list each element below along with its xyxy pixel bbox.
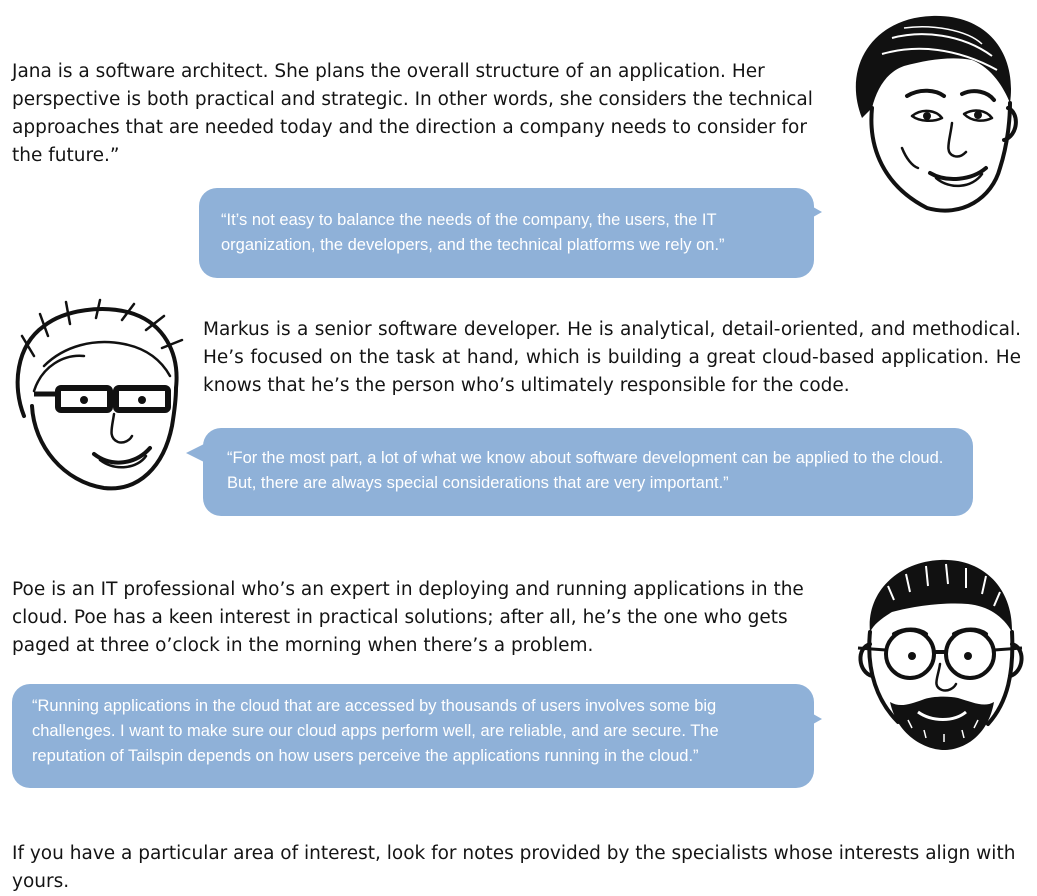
jana-quote-bubble: “It’s not easy to balance the needs of t… — [199, 188, 814, 278]
poe-quote-bubble: “Running applications in the cloud that … — [12, 684, 814, 788]
markus-quote-bubble: “For the most part, a lot of what we kno… — [203, 428, 973, 516]
poe-description: Poe is an IT professional who’s an exper… — [12, 579, 804, 656]
markus-bubble-tail — [186, 444, 204, 462]
poe-portrait-icon — [857, 559, 1024, 750]
markus-description: Markus is a senior software developer. H… — [203, 319, 1021, 396]
jana-description: Jana is a software architect. She plans … — [12, 61, 813, 166]
jana-portrait-icon — [855, 15, 1018, 213]
closing-paragraph: If you have a particular area of interes… — [12, 843, 1016, 892]
markus-portrait-icon — [15, 298, 184, 491]
